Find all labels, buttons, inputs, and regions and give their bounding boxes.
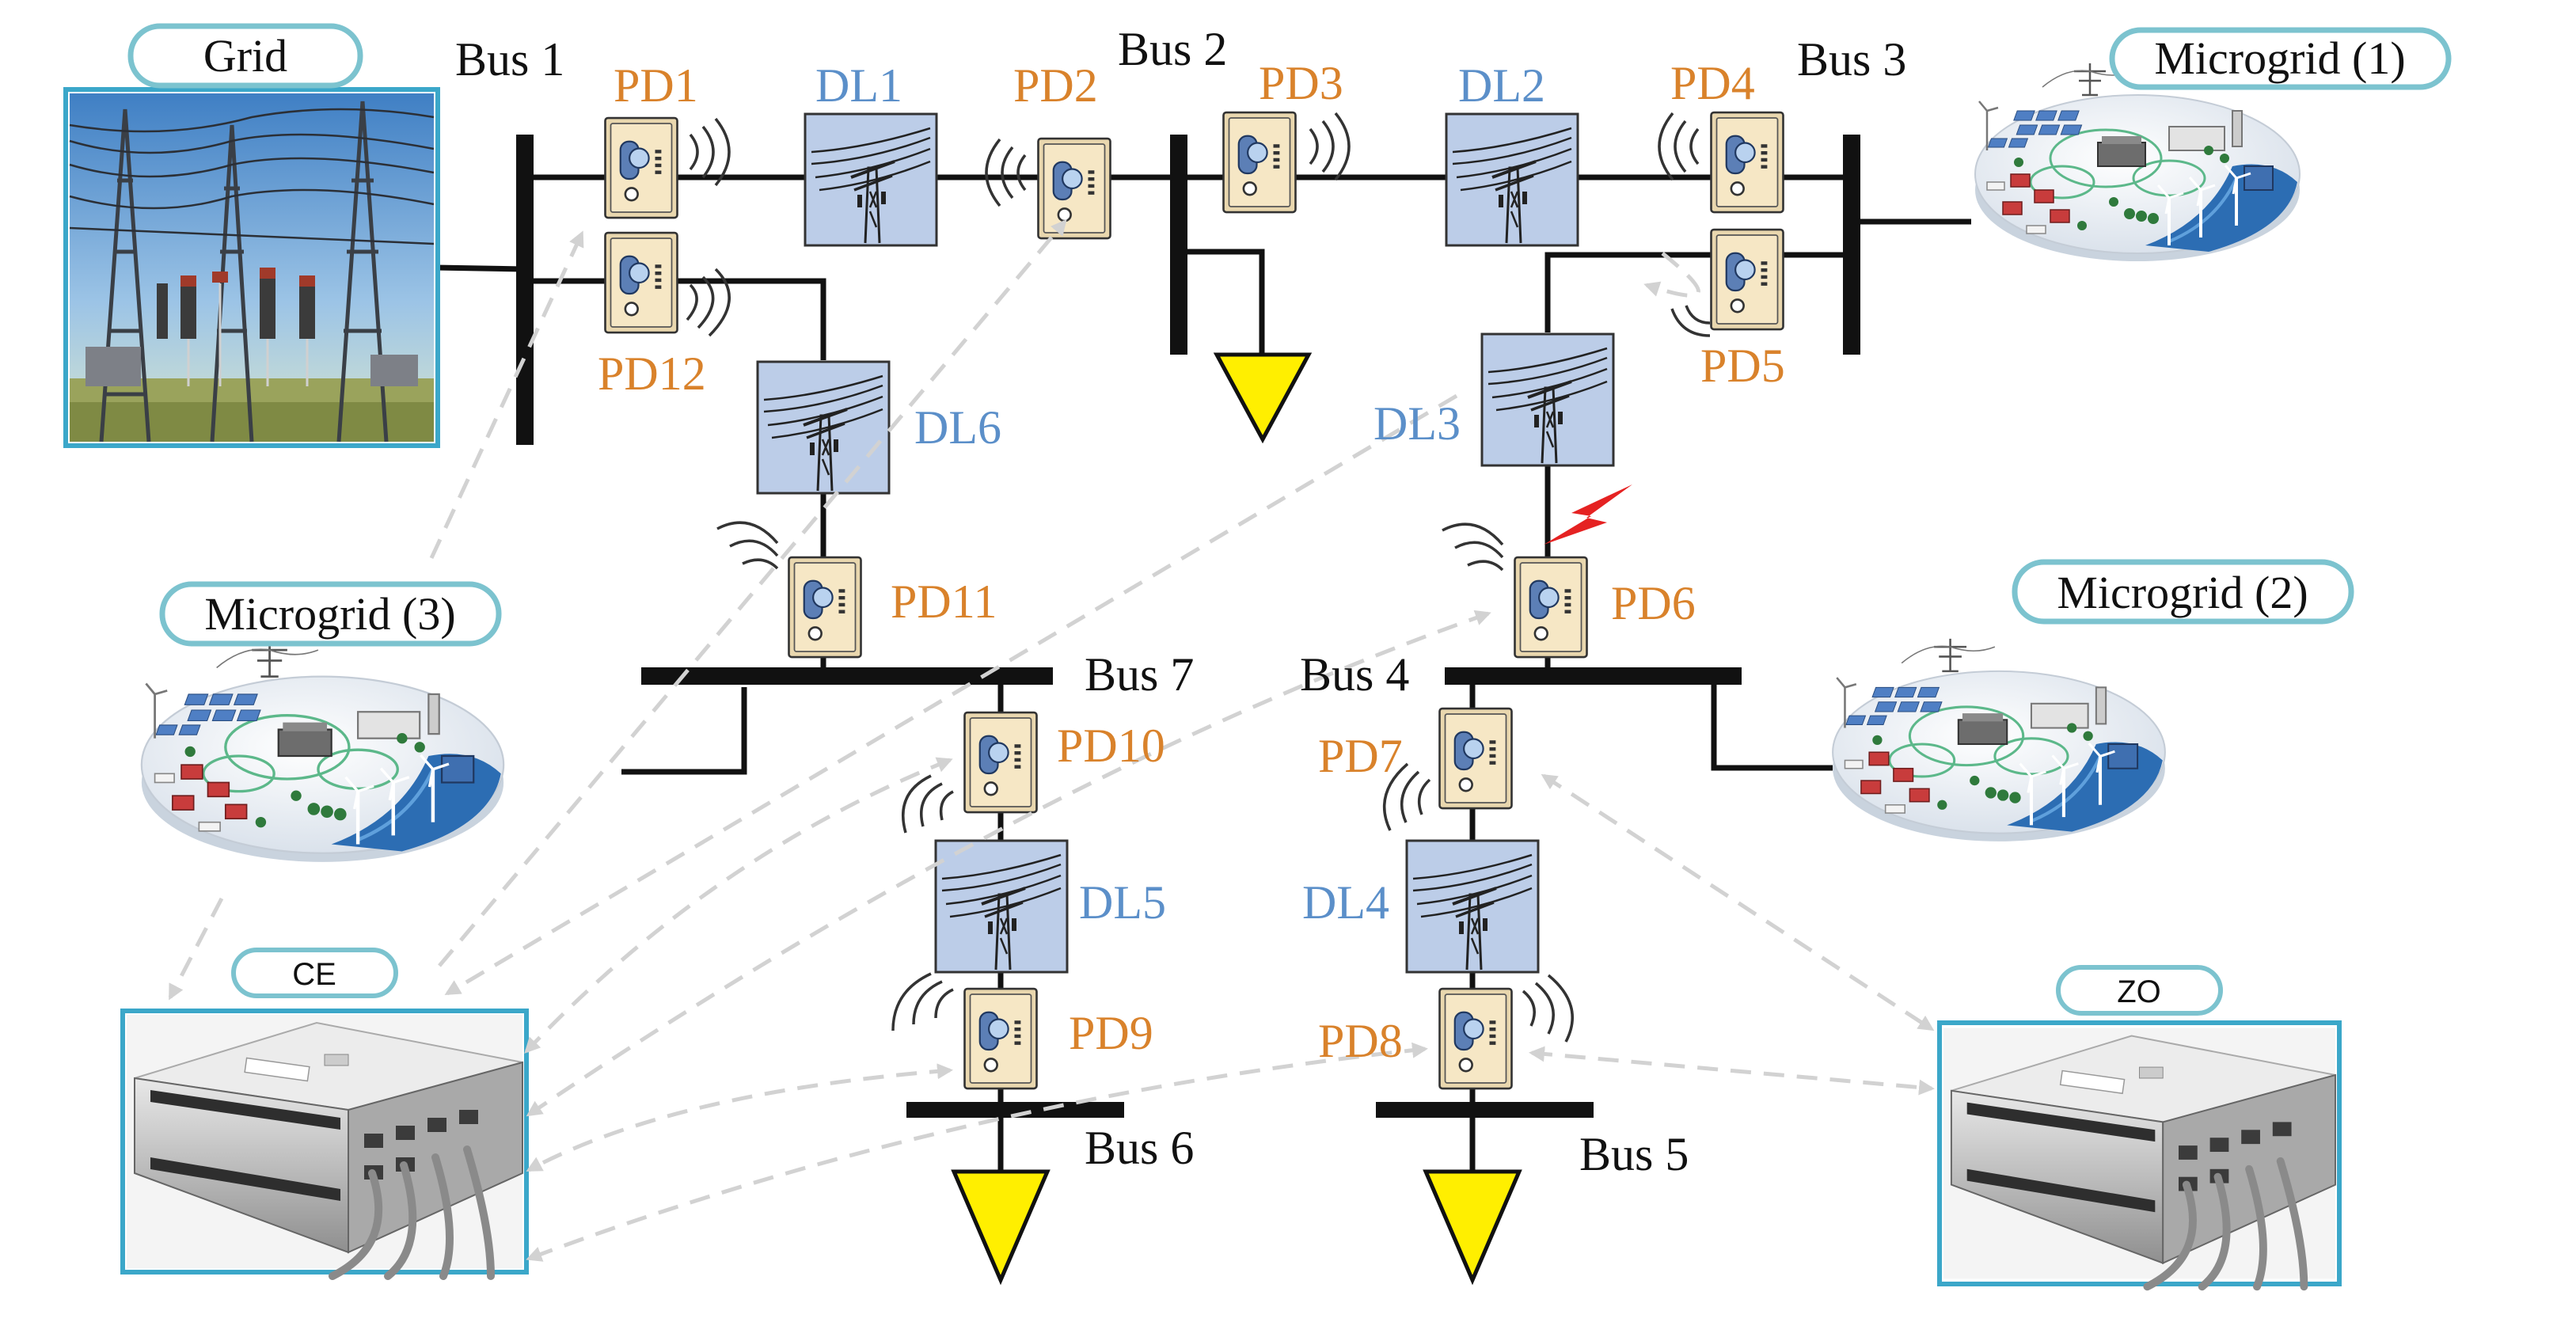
loads (951, 352, 1522, 1286)
pd7-label: PD7 (1318, 730, 1403, 782)
pd9-signal-icon (891, 972, 954, 1031)
microgrid-2-label: Microgrid (2) (2057, 567, 2308, 618)
pd8-box (1438, 987, 1513, 1090)
dl2-box (1445, 112, 1579, 247)
grid-image (63, 87, 440, 448)
pd11-label: PD11 (891, 576, 997, 628)
pd10-box (963, 711, 1038, 814)
bus5-label: Bus 5 (1579, 1128, 1689, 1180)
communication-links (168, 218, 1935, 1262)
link-pd8-ce (526, 1042, 1428, 1262)
dl4-box (1405, 839, 1540, 974)
bus3-bar (1843, 135, 1860, 355)
dl1-label: DL1 (815, 59, 902, 112)
pd4-box (1710, 111, 1784, 214)
dl4-label: DL4 (1302, 876, 1389, 929)
pd8-label: PD8 (1318, 1015, 1403, 1067)
pd12-box (604, 231, 678, 334)
pd3-box (1222, 111, 1297, 214)
bus5-bar (1376, 1102, 1594, 1118)
bus4-bar (1445, 667, 1742, 685)
link-pd10-ce (524, 757, 953, 1054)
pd5-signal-icon (1670, 305, 1711, 337)
dl2-label: DL2 (1458, 59, 1545, 112)
zo-device-image (1937, 1020, 2342, 1286)
ce-label-pill: CE (231, 948, 398, 998)
fault-lightning-icon (1544, 484, 1632, 545)
pd4-signal-icon (1658, 112, 1700, 181)
pd1-signal-icon (689, 117, 731, 187)
pd2-signal-icon (985, 138, 1027, 207)
pd11-box (788, 556, 862, 659)
dl5-box (934, 839, 1069, 974)
mg3-label-pill: Microgrid (3) (159, 581, 502, 647)
pd3-signal-icon (1309, 112, 1351, 181)
link-pd8-zo (1529, 1046, 1935, 1096)
pd6-box (1514, 556, 1588, 659)
link-pd9-ce (526, 1063, 953, 1172)
pd4-label: PD4 (1670, 57, 1755, 109)
grid-label: Grid (203, 30, 287, 82)
pd9-label: PD9 (1069, 1007, 1153, 1059)
bus2-bar (1170, 135, 1187, 355)
dl3-box (1480, 332, 1615, 467)
dl5-label: DL5 (1079, 876, 1166, 929)
pd10-label: PD10 (1057, 720, 1165, 772)
pd5-box (1710, 228, 1784, 331)
bus1-label: Bus 1 (455, 33, 564, 85)
pd3-label: PD3 (1259, 57, 1343, 109)
link-pd5-loop (1643, 252, 1700, 298)
dl6-box (756, 360, 891, 495)
dl3-label: DL3 (1373, 397, 1461, 450)
bus3-label: Bus 3 (1797, 33, 1906, 85)
bus2-label: Bus 2 (1118, 23, 1227, 75)
load-bus5 (1423, 1169, 1522, 1286)
bus7-label: Bus 7 (1085, 648, 1194, 701)
bus1-bar (516, 135, 534, 445)
pd1-label: PD1 (614, 59, 698, 112)
pd1-box (604, 116, 678, 219)
pd10-signal-icon (902, 774, 954, 834)
microgrid-3-image (142, 641, 503, 862)
pd11-signal-icon (716, 521, 779, 570)
mg1-label-pill: Microgrid (1) (2109, 27, 2452, 90)
bus6-label: Bus 6 (1085, 1122, 1194, 1174)
zo-label: ZO (2117, 974, 2161, 1009)
microgrid-1-image (1974, 62, 2301, 263)
link-ce-pd2 (438, 218, 1067, 967)
bus4-label: Bus 4 (1300, 648, 1409, 701)
microgrid-2-image (1833, 639, 2165, 841)
grid-label-pill: Grid (127, 23, 363, 89)
pd2-box (1037, 137, 1111, 240)
pd7-box (1438, 707, 1513, 810)
load-bus2 (1213, 352, 1313, 444)
pd12-signal-icon (686, 268, 731, 337)
link-mg3-ce (168, 897, 224, 1001)
link-pd7-zo (1541, 773, 1935, 1031)
ce-device-image (120, 1009, 529, 1276)
zo-label-pill: ZO (2056, 965, 2223, 1016)
dl1-box (804, 112, 938, 247)
link-pd6-ce (526, 610, 1491, 1117)
pd5-label: PD5 (1700, 340, 1785, 392)
pd12-label: PD12 (598, 348, 706, 400)
pd6-label: PD6 (1611, 577, 1696, 629)
pd9-box (963, 987, 1038, 1090)
pd2-label: PD2 (1013, 59, 1098, 112)
dl6-label: DL6 (914, 401, 1001, 454)
link-mg3-pd12 (429, 230, 584, 560)
microgrid-3-label: Microgrid (3) (204, 588, 455, 640)
ce-label: CE (292, 957, 336, 992)
protection-devices (604, 111, 1784, 1090)
pd8-signal-icon (1522, 974, 1574, 1043)
pd6-signal-icon (1442, 522, 1504, 572)
load-bus6 (951, 1169, 1051, 1286)
microgrid-1-label: Microgrid (1) (2154, 32, 2405, 84)
mg2-label-pill: Microgrid (2) (2012, 559, 2354, 625)
